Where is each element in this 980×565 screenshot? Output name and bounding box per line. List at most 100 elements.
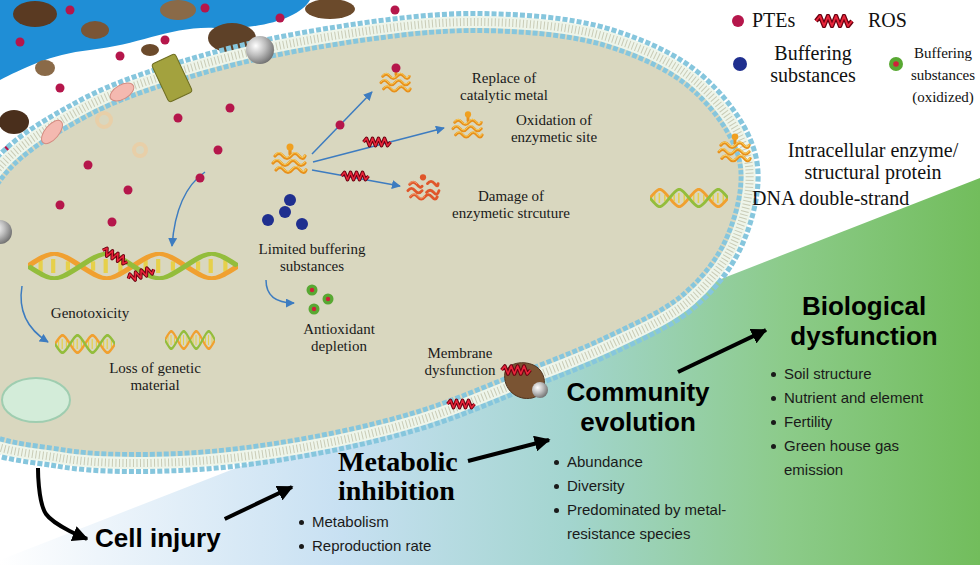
bullet-dot [771, 420, 776, 425]
art-path [312, 92, 372, 154]
legend-icon [650, 188, 728, 208]
art-ellipse [13, 1, 57, 27]
art-circle [196, 174, 205, 183]
buffering-dots [262, 194, 308, 230]
oxidized-dot [889, 57, 903, 71]
vacuole [2, 378, 70, 422]
legend-text: Buffering substances [762, 42, 864, 86]
label-slot: Antioxidant depletion [296, 321, 382, 355]
bullet-row: Soil structure [770, 362, 944, 386]
art-ellipse [81, 21, 109, 39]
art-circle [392, 64, 401, 73]
legend-swatch [732, 15, 744, 27]
art-circle [56, 84, 65, 93]
art-circle [262, 214, 274, 226]
legend-text: Buffering substances (oxidized) [910, 42, 976, 108]
art-circle [309, 304, 320, 315]
art-use [502, 366, 531, 374]
art-circle [66, 6, 75, 15]
bullet-text: Diversity [567, 477, 625, 494]
art-circle [56, 201, 65, 210]
legend-symbol [650, 189, 728, 207]
art-circle [296, 218, 308, 230]
label-slot: Membrane dysfunction [420, 345, 500, 379]
art-circle [391, 6, 400, 15]
bullet-row: Fertility [770, 410, 944, 434]
effect-label: Genotoxicity [45, 305, 135, 322]
label-slot: Replace of catalytic metal [448, 70, 560, 104]
bullet-row: Predominated by metal-resistance species [553, 498, 749, 546]
bullet-text: Reproduction rate [312, 537, 431, 554]
legend-slot: PTEs [752, 8, 795, 32]
art-circle [312, 307, 316, 311]
legend-icon [716, 132, 754, 166]
art-circle [16, 38, 25, 47]
legend-slot: ROS [868, 8, 907, 32]
legend-symbol [816, 16, 852, 26]
art-ellipse [0, 110, 29, 134]
bullet-row: Abundance [553, 450, 749, 474]
effect-label: Membrane dysfunction [420, 345, 500, 379]
effect-label: Replace of catalytic metal [448, 70, 560, 104]
bullet-text: Soil structure [784, 365, 872, 382]
art-circle [124, 186, 133, 195]
membrane-beads [0, 22, 750, 463]
bullet-row: Nutrient and element [770, 386, 944, 410]
effect-label: Oxidation of enzymetic site [498, 112, 610, 146]
effect-label: Damage of enzymetic strcuture [448, 188, 574, 222]
art-circle [0, 220, 12, 244]
flow-arrow [468, 440, 549, 461]
art-circle [214, 146, 223, 155]
membrane-core [0, 22, 750, 463]
art-circle [84, 161, 93, 170]
label-slot: Oxidation of enzymetic site [498, 112, 610, 146]
pte-dots-inside [56, 104, 235, 227]
legend-symbol [719, 133, 750, 160]
art-circle [326, 297, 330, 301]
legend-swatch [733, 57, 747, 71]
art-use [28, 254, 238, 279]
oxidized-core [893, 61, 899, 67]
art-ellipse [107, 79, 137, 104]
art-circle [97, 113, 111, 127]
art-path [313, 128, 444, 162]
art-use [408, 174, 439, 199]
bullet-text: Green house gas emission [784, 437, 899, 478]
effect-label: Loss of genetic material [100, 360, 210, 394]
bullet-dot [771, 396, 776, 401]
label-slot: Limited buffering substances [252, 241, 372, 275]
bullet-dot [554, 508, 559, 513]
stage-title: Biological dysfunction [784, 292, 944, 352]
legend-slot: Buffering substances (oxidized) [910, 42, 976, 108]
bullet-text: Metabolism [312, 513, 389, 530]
bullet-dot [554, 460, 559, 465]
stage-block: Community evolutionAbundanceDiversityPre… [553, 378, 758, 546]
art-circle [279, 206, 291, 218]
membrane-channel [448, 363, 549, 408]
art-circle [246, 36, 274, 64]
legend-text: ROS [868, 8, 907, 32]
effect-label: Antioxidant depletion [296, 321, 382, 355]
flow-arrow [225, 487, 292, 519]
art-circle [284, 194, 296, 206]
cytoplasm [0, 22, 750, 463]
art-circle [532, 382, 548, 398]
bullet-dot [299, 520, 304, 525]
art-circle [116, 52, 125, 61]
stage-heading: Cell injury [95, 524, 221, 554]
bullet-row: Diversity [553, 474, 749, 498]
protein-group [273, 64, 482, 200]
label-slot: Genotoxicity [45, 305, 135, 322]
bullet-row: Reproduction rate [298, 534, 498, 558]
art-use [101, 247, 129, 265]
art-circle [336, 121, 345, 130]
art-use [273, 144, 306, 173]
bullet-text: Abundance [567, 453, 643, 470]
art-ellipse [38, 117, 67, 147]
membrane-tails [0, 22, 750, 463]
bullet-text: Predominated by metal-resistance species [567, 501, 726, 542]
legend-icon [887, 55, 905, 73]
depletion-arrow [266, 280, 294, 303]
effect-label: Limited buffering substances [252, 241, 372, 275]
